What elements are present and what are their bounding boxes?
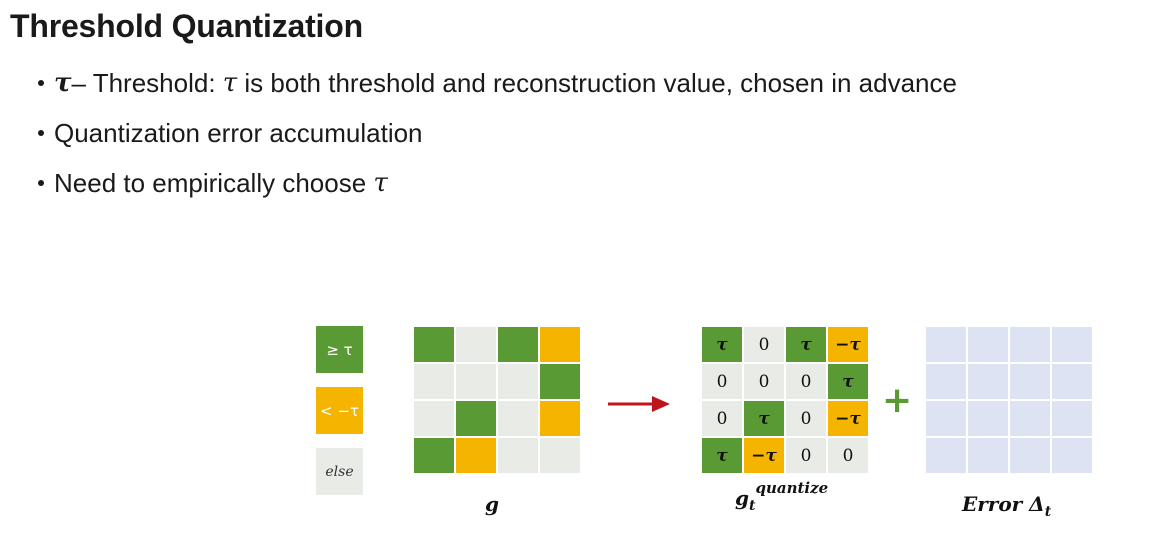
matrix-error-cell (925, 400, 967, 437)
matrix-q-cell: 0 (743, 326, 785, 363)
matrix-q-cell: 0 (785, 363, 827, 400)
matrix-q-label: gtquantize (735, 479, 828, 514)
matrix-q-cell: τ (785, 326, 827, 363)
bullet-dot-icon (38, 80, 44, 86)
matrix-error-cell (1051, 363, 1093, 400)
matrix-q-cell: 0 (701, 400, 743, 437)
matrix-error-label-sub: t (1044, 504, 1052, 520)
bullet-text: is both threshold and reconstruction val… (237, 68, 957, 98)
matrix-error-cell (1051, 326, 1093, 363)
matrix-error-cell (967, 326, 1009, 363)
bullet-text: – Threshold: (71, 68, 223, 98)
matrix-q-cell: −τ (743, 437, 785, 474)
bullet-list: τ – Threshold: τ is both threshold and r… (38, 66, 957, 216)
matrix-g-cell (539, 326, 581, 363)
matrix-error-cell (1009, 363, 1051, 400)
matrix-g-label: g (485, 492, 499, 516)
matrix-g-cell (413, 400, 455, 437)
matrix-error-cell (1009, 437, 1051, 474)
bullet-dot-icon (38, 130, 44, 136)
matrix-g-cell (497, 363, 539, 400)
matrix-g-cell (413, 363, 455, 400)
matrix-g-cell (455, 363, 497, 400)
legend-lt-neg-tau: < −τ (316, 387, 363, 434)
matrix-q-cell: 0 (785, 400, 827, 437)
matrix-g (413, 326, 581, 474)
matrix-error-cell (1009, 400, 1051, 437)
right-arrow-icon (608, 396, 670, 412)
bullet-choose-tau: Need to empirically choose τ (38, 166, 957, 200)
matrix-q-cell: τ (827, 363, 869, 400)
matrix-g-cell (455, 437, 497, 474)
bullet-threshold: τ – Threshold: τ is both threshold and r… (38, 66, 957, 100)
matrix-g-cell (413, 326, 455, 363)
matrix-error (925, 326, 1093, 474)
matrix-q-cell: −τ (827, 400, 869, 437)
matrix-error-cell (1009, 326, 1051, 363)
tau-symbol: τ (222, 68, 238, 98)
tau-symbol: τ (54, 68, 72, 98)
matrix-error-cell (967, 400, 1009, 437)
matrix-q-cell: −τ (827, 326, 869, 363)
matrix-q-label-sup: quantize (755, 479, 829, 497)
matrix-q-cell: 0 (743, 363, 785, 400)
bullet-error-accumulation: Quantization error accumulation (38, 116, 957, 150)
legend-ge-tau: ≥ τ (316, 326, 363, 373)
matrix-q-cell: 0 (785, 437, 827, 474)
matrix-g-cell (497, 326, 539, 363)
plus-icon: + (882, 380, 913, 421)
matrix-error-cell (967, 437, 1009, 474)
matrix-q-cell: τ (743, 400, 785, 437)
matrix-g-cell (455, 326, 497, 363)
matrix-q-cell: τ (701, 326, 743, 363)
matrix-q-label-base: g (735, 486, 749, 510)
matrix-g-cell (539, 400, 581, 437)
matrix-g-cell (455, 400, 497, 437)
matrix-error-cell (925, 363, 967, 400)
matrix-q-cell: 0 (701, 363, 743, 400)
matrix-error-cell (967, 363, 1009, 400)
matrix-q-label-sub: t (748, 498, 756, 514)
matrix-q-cell: τ (701, 437, 743, 474)
matrix-g-cell (497, 437, 539, 474)
matrix-error-cell (925, 326, 967, 363)
matrix-q-cell: 0 (827, 437, 869, 474)
matrix-g-cell (539, 437, 581, 474)
matrix-error-cell (1051, 437, 1093, 474)
matrix-g-cell (539, 363, 581, 400)
slide-title: Threshold Quantization (10, 8, 363, 44)
bullet-text: Need to empirically choose (54, 168, 374, 198)
matrix-error-label: Error Δt (962, 492, 1051, 520)
tau-symbol: τ (373, 168, 388, 198)
legend-else: else (316, 448, 363, 495)
matrix-g-cell (497, 400, 539, 437)
matrix-g-cell (413, 437, 455, 474)
bullet-dot-icon (38, 180, 44, 186)
matrix-error-cell (925, 437, 967, 474)
matrix-error-label-base: Error Δ (962, 492, 1045, 516)
matrix-error-cell (1051, 400, 1093, 437)
bullet-text: Quantization error accumulation (54, 118, 423, 148)
